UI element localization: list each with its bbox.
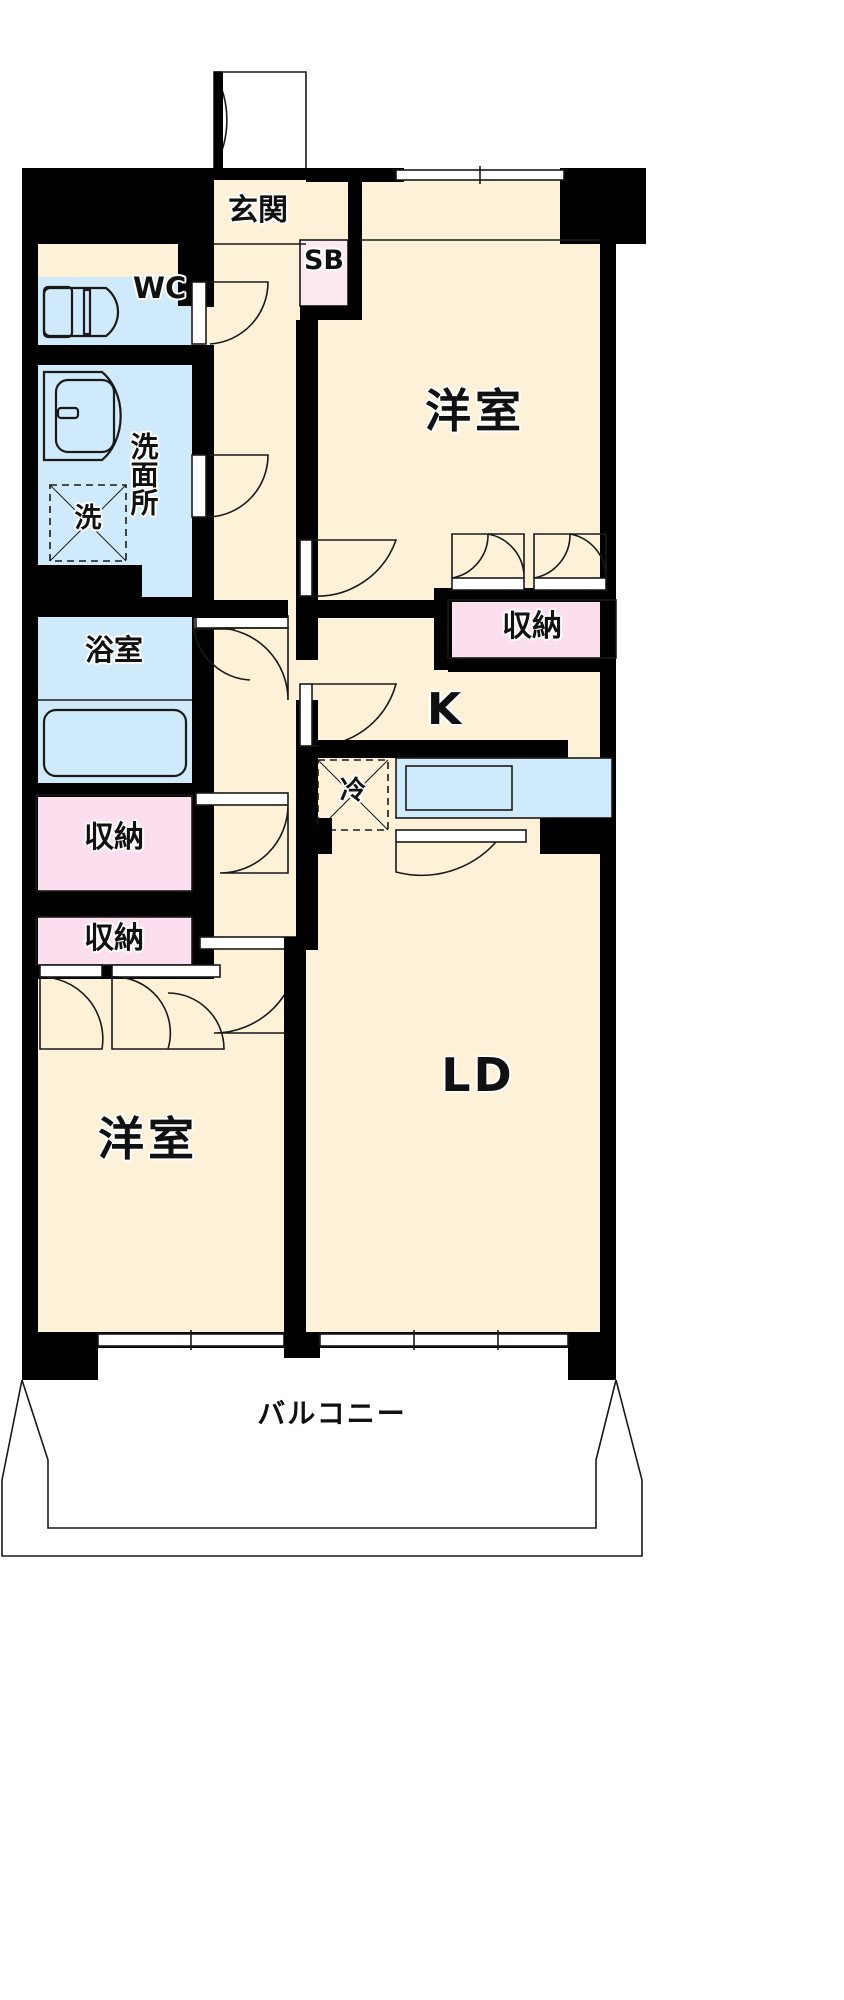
balcony-area [1, 1379, 643, 1557]
wall-wc-bottom [22, 345, 214, 365]
washer-slot-box [49, 484, 127, 562]
wall-top-entrance [214, 168, 306, 180]
wall-top-sb [306, 168, 354, 182]
kitchen-lower-door-panel [396, 830, 526, 842]
toilet-seat-line [82, 288, 92, 336]
closet-door-frame-1 [39, 964, 103, 978]
north-bedroom-door-swing [311, 539, 398, 597]
wc-door-frame [191, 281, 207, 345]
wall-hall-right-low [296, 700, 318, 950]
bath-door-swing [193, 628, 251, 681]
kitchen-area [317, 757, 616, 877]
storage-topright-fill [448, 600, 616, 658]
wc-area [22, 244, 269, 365]
washer-x2 [49, 484, 127, 562]
wall-bottom-right-block [568, 1332, 616, 1380]
closet-door-swing-2a [111, 976, 172, 1050]
entrance-area [213, 71, 362, 320]
kitchen-lower-door-swing [395, 841, 497, 877]
washbasin-icon [42, 370, 122, 462]
kitchen-counter [396, 758, 612, 818]
entrance-door-panel [214, 72, 223, 168]
closet-topright-panel-1 [452, 578, 524, 590]
balcony-inner-outline [21, 1379, 617, 1529]
hall-upper-door-panel [196, 616, 288, 628]
wall-bath-right [192, 617, 214, 783]
closet-door-swing-2b [167, 992, 225, 1050]
closet-door-frame-2 [111, 964, 221, 978]
wall-kitchen-div [318, 740, 568, 758]
washroom-door-swing [209, 454, 269, 518]
wall-sb-bottom [300, 306, 362, 320]
storage-left-lower-fill [36, 917, 192, 965]
bath-area [22, 597, 251, 797]
washbasin-faucet [56, 406, 80, 420]
closet-topright-frame-2 [533, 577, 607, 591]
closet-topright-panel-2 [534, 578, 606, 590]
washbasin-counter [42, 370, 122, 462]
wall-bath-bottom [22, 783, 214, 797]
window-ld [320, 1334, 568, 1346]
north-bedroom-door-frame [299, 539, 313, 597]
wall-bottom-left-block [22, 1332, 98, 1380]
north-bedroom-area [318, 239, 617, 672]
hall-mid-door-swing [219, 804, 289, 874]
wall-hall-right-lower [284, 937, 306, 1347]
wall-storage-topright-bottom [448, 658, 616, 672]
wc-door-panel [192, 282, 206, 344]
kitchen-sink [405, 765, 513, 811]
washroom-door-frame [191, 454, 207, 518]
kitchen-door-frame [299, 683, 313, 747]
hall-doors [192, 320, 568, 1347]
wall-hall-right-mid [296, 600, 318, 660]
hall-upper-door-swing [217, 627, 289, 701]
balcony-outline [1, 1379, 643, 1557]
wall-storage-middle [22, 891, 214, 917]
wall-hall-right-upper [296, 320, 318, 610]
closet-topright-frame-1 [451, 577, 525, 591]
wall-wc-left [22, 244, 38, 278]
closet-door-panel-2 [112, 965, 220, 977]
wall-hall-top-stub [192, 600, 288, 618]
kitchen-door-panel [300, 684, 312, 746]
closet-topright-swing-1b [487, 533, 525, 579]
toilet-icon [42, 285, 120, 339]
washbasin-bowl [54, 378, 116, 454]
closet-topright-swing-2b [569, 533, 607, 579]
wall-washroom-left [22, 345, 38, 597]
toilet-tank [42, 285, 74, 339]
wc-door-swing [209, 281, 269, 345]
hall-mid-door-panel [196, 793, 288, 805]
wall-kitchen-left-stub [318, 818, 332, 854]
washroom-area [22, 345, 269, 617]
storage-upper-outline [35, 794, 193, 892]
wall-north-bedroom-bottom [318, 600, 448, 618]
storage-left-upper-fill [36, 795, 192, 891]
kitchen-lower-door-frame [395, 829, 527, 843]
hall-mid-door-frame [195, 792, 289, 806]
kitchen-counter-outline [395, 757, 613, 819]
wall-storage-left [22, 783, 38, 979]
shoebox-fill [300, 240, 348, 306]
fridge-slot-box [317, 759, 389, 831]
wall-top-a [354, 168, 396, 182]
wall-kitchen-right-block [540, 818, 616, 854]
closet-door-panel-1 [40, 965, 102, 977]
closet-door-swing-1 [39, 976, 104, 1050]
north-bedroom-door-panel [300, 540, 312, 596]
bathtub [42, 708, 188, 778]
wall-washroom-bottom [22, 597, 214, 617]
washroom-door-panel [192, 455, 206, 517]
left-storage-area [22, 783, 225, 1050]
wall-top-left-block [22, 168, 214, 244]
south-bedroom-door-panel [200, 937, 298, 949]
wall-storage-topright-top [448, 588, 616, 602]
window-ld-frame [319, 1333, 569, 1347]
wall-sb-right [348, 180, 362, 306]
wall-bath-left [22, 597, 38, 787]
storage-topright-outline [447, 599, 617, 659]
wall-storage-right-upper [192, 795, 214, 891]
